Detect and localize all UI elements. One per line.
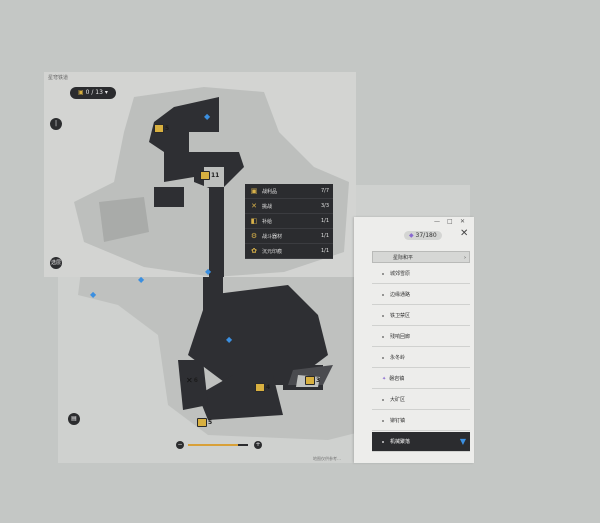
map-side-button[interactable]: | (50, 118, 62, 130)
legend-name: 战斗器材 (262, 233, 283, 240)
teleport-waypoint-icon[interactable]: ◆ (90, 290, 97, 299)
treasure-chest-icon: ▣ (78, 89, 84, 96)
zoom-slider-track[interactable] (188, 444, 248, 446)
currency-pill: ◆ 37/180 (404, 231, 442, 240)
region-item-label: 残响回廊 (390, 334, 411, 340)
collect-counter-text: 0 / 13 (85, 89, 103, 96)
legend-row[interactable]: ✿ 沉元印痕 1/1 (245, 244, 333, 259)
marker-count: 11 (211, 172, 220, 179)
treasure-chest-icon (197, 418, 207, 427)
bullet (382, 293, 384, 296)
legend-count: 1/1 (320, 218, 329, 224)
bullet (382, 314, 384, 317)
map-marker-chest[interactable]: 4 (255, 383, 270, 392)
legend-name: 挑战 (262, 203, 273, 210)
legend-row[interactable]: ✕ 挑战 3/3 (245, 199, 333, 214)
bullet (382, 398, 384, 401)
teleport-waypoint-icon[interactable]: ◆ (226, 335, 233, 344)
crossed-swords-icon: ✕ (186, 376, 193, 385)
region-header-label: 星际和平 (393, 255, 414, 261)
teleport-waypoint-icon[interactable]: ◆ (138, 275, 145, 284)
mechanism-icon: ⚙ (250, 232, 258, 240)
crossed-swords-icon: ✕ (251, 202, 257, 210)
legend-name: 补给 (262, 218, 273, 225)
zoom-slider-fill (188, 444, 238, 446)
map-footer-note: 地图仅供参考… (313, 456, 341, 461)
teleport-waypoint-icon[interactable]: ◆ (205, 267, 212, 276)
bag-icon: ◧ (250, 217, 258, 225)
window-title: 星穹铁道 (48, 75, 69, 81)
marker-count: 5 (208, 419, 213, 426)
layer-switch-button[interactable]: 选层 (50, 257, 62, 269)
location-pin-icon: ▼ (459, 437, 466, 446)
map-marker-challenge[interactable]: ✕ 6 (186, 376, 198, 385)
map-marker-chest[interactable]: 5 (154, 124, 169, 133)
region-item-label: 永冬岭 (390, 355, 406, 361)
map-marker-chest[interactable]: 5 (197, 418, 212, 427)
region-item-selected[interactable]: 机械聚落 ▼ (372, 432, 470, 452)
treasure-chest-icon (305, 376, 315, 385)
region-item-label: 边缘通路 (390, 292, 411, 298)
trailblaze-star-icon: ✦ (382, 376, 387, 382)
teleport-waypoint-icon[interactable]: ◆ (204, 112, 211, 121)
region-item-label: 城郊雪原 (390, 271, 411, 277)
region-item-label: 铆钉镇 (390, 418, 406, 424)
region-item-label: 大矿区 (390, 397, 406, 403)
region-item[interactable]: ✦磐岩镇 (372, 369, 470, 389)
marker-count: 3 (316, 377, 321, 384)
minimize-icon[interactable]: — (434, 218, 440, 225)
collect-counter[interactable]: ▣ 0 / 13 ▾ (70, 87, 116, 99)
region-item-label: 磐岩镇 (389, 376, 405, 382)
region-item[interactable]: 边缘通路 (372, 285, 470, 305)
region-item[interactable]: 永冬岭 (372, 348, 470, 368)
legend-row[interactable]: ◧ 补给 1/1 (245, 214, 333, 229)
currency-value: 37/180 (415, 232, 437, 239)
zoom-in-button[interactable]: + (254, 441, 262, 449)
flower-icon: ✿ (251, 247, 257, 255)
marker-count: 5 (165, 125, 170, 132)
zoom-out-button[interactable]: − (176, 441, 184, 449)
legend-count: 1/1 (320, 233, 329, 239)
stellar-jade-icon: ◆ (409, 232, 414, 239)
bullet (382, 356, 384, 359)
treasure-chest-icon (154, 124, 164, 133)
legend-row[interactable]: ▣ 战利品 7/7 (245, 184, 333, 199)
legend-row[interactable]: ⚙ 战斗器材 1/1 (245, 229, 333, 244)
maximize-icon[interactable]: □ (447, 218, 453, 225)
close-icon[interactable]: ✕ (460, 228, 469, 239)
marker-count: 6 (193, 377, 198, 384)
legend-count: 7/7 (320, 188, 329, 194)
region-item-label: 铁卫禁区 (390, 313, 411, 319)
map-legend-popup: ▣ 战利品 7/7 ✕ 挑战 3/3 ◧ 补给 1/1 ⚙ 战斗器材 1/1 ✿… (245, 184, 333, 259)
region-item[interactable]: 铁卫禁区 (372, 306, 470, 326)
marker-count: 4 (266, 384, 271, 391)
treasure-chest-icon: ▣ (250, 187, 258, 195)
bullet (382, 440, 384, 443)
treasure-chest-icon (255, 383, 265, 392)
region-item[interactable]: 大矿区 (372, 390, 470, 410)
layer-toggle-button[interactable]: ▤ (68, 413, 80, 425)
region-side-panel: — □ ✕ ◆ 37/180 ✕ 星际和平 › 城郊雪原 边缘通路 铁卫禁区 残… (354, 217, 474, 463)
map-marker-chest[interactable]: 11 (200, 171, 219, 180)
bullet (382, 419, 384, 422)
legend-count: 1/1 (320, 248, 329, 254)
region-item[interactable]: 铆钉镇 (372, 411, 470, 431)
region-header[interactable]: 星际和平 › (372, 251, 470, 263)
chevron-down-icon: ▾ (104, 89, 108, 96)
treasure-chest-icon (200, 171, 210, 180)
bullet (382, 272, 384, 275)
legend-count: 3/3 (320, 203, 329, 209)
region-item[interactable]: 城郊雪原 (372, 264, 470, 284)
legend-name: 战利品 (262, 188, 278, 195)
region-item-label: 机械聚落 (390, 439, 411, 445)
legend-name: 沉元印痕 (262, 248, 283, 255)
bullet (382, 335, 384, 338)
region-item[interactable]: 残响回廊 (372, 327, 470, 347)
close-window-icon[interactable]: ✕ (460, 218, 466, 225)
chevron-right-icon: › (464, 255, 466, 261)
map-marker-chest[interactable]: 3 (305, 376, 320, 385)
